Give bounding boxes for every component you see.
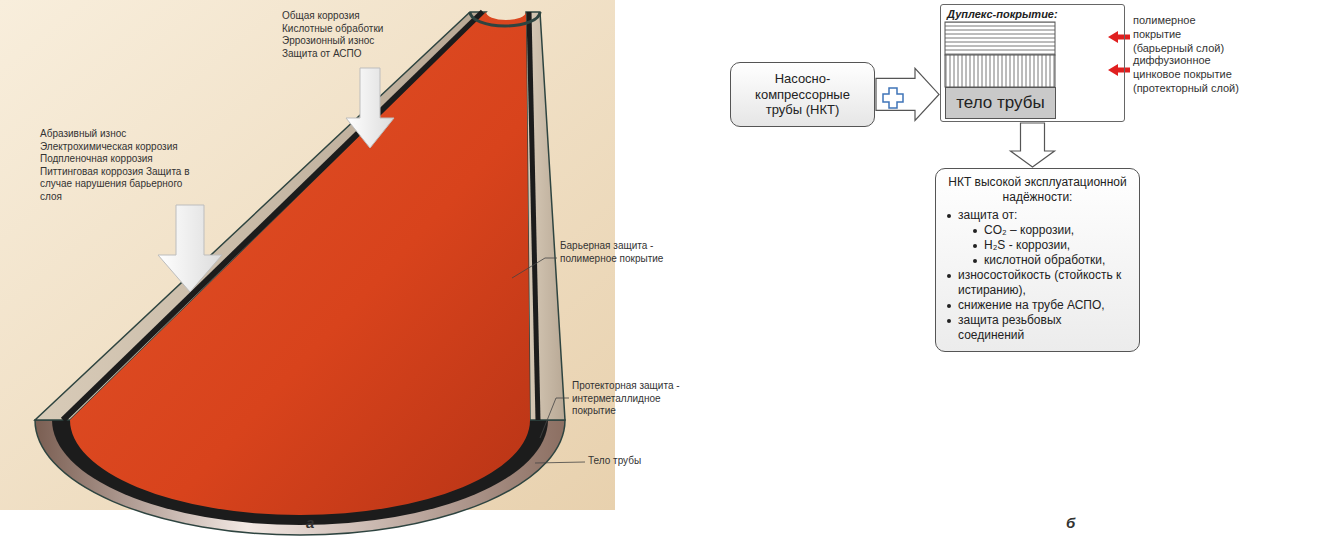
- layer-label: Барьерная защита - полимерное покрытие: [560, 240, 672, 265]
- red-pointer: [1108, 31, 1130, 43]
- box-item: износостойкость (стойкость к истиранию),: [944, 268, 1131, 298]
- box-heading: Насосно-компрессорные трубы (НКТ): [737, 71, 868, 118]
- threat-list: Абразивный износ Электрохимическая корро…: [40, 128, 190, 203]
- process-box: Насосно-компрессорные трубы (НКТ): [730, 62, 875, 127]
- pipe-far-end: [470, 12, 540, 26]
- leader-line: [535, 462, 585, 463]
- pointer-arrow: [158, 205, 222, 292]
- layer-label: Тело трубы: [588, 455, 668, 468]
- pipe-body-box: тело трубы: [945, 87, 1056, 119]
- box-heading: тело трубы: [956, 93, 1044, 113]
- protector-layer-hatch: [945, 55, 1055, 87]
- box-item: кислотной обработки,: [970, 253, 1131, 268]
- threat-list: Общая коррозия Кислотные обработки Эрроз…: [282, 10, 394, 60]
- box-item: защита от:: [944, 208, 1131, 223]
- layer-label: Протекторная защита - интерметаллидное п…: [572, 380, 690, 418]
- coating-box: Дуплекс-покрытие: тело трубы: [940, 4, 1125, 122]
- layer-label: полимерное покрытие (барьерный слой): [1133, 14, 1243, 55]
- plus-symbol: [883, 88, 903, 108]
- pipe-wall-right: [526, 12, 565, 420]
- result-box: НКТ высокой эксплуатационной надёжности:…: [935, 168, 1140, 352]
- pointer-arrow: [346, 68, 394, 148]
- leader-line: [540, 398, 569, 438]
- layer-label: диффузионное цинковое покрытие (протекто…: [1133, 54, 1243, 95]
- red-pointer: [1108, 64, 1130, 76]
- panel-letter: б: [1066, 514, 1086, 533]
- block-arrow: [1011, 123, 1055, 167]
- intermetallic-layer-edge: [529, 12, 538, 420]
- box-item: H₂S - коррозии,: [970, 238, 1131, 253]
- box-heading: Дуплекс-покрытие:: [941, 5, 1124, 23]
- box-item: снижение на трубе АСПО,: [944, 298, 1131, 313]
- leader-line: [512, 258, 557, 278]
- panel-letter: а: [306, 514, 326, 533]
- box-item: защита резьбовых соединений: [944, 313, 1131, 343]
- box-heading: НКТ высокой эксплуатационной надёжности:: [944, 175, 1131, 205]
- barrier-layer-hatch: [945, 22, 1055, 55]
- polymer-coating-surface: [70, 12, 530, 515]
- box-item: CO₂ – коррозии,: [970, 223, 1131, 238]
- block-arrow: [876, 68, 939, 120]
